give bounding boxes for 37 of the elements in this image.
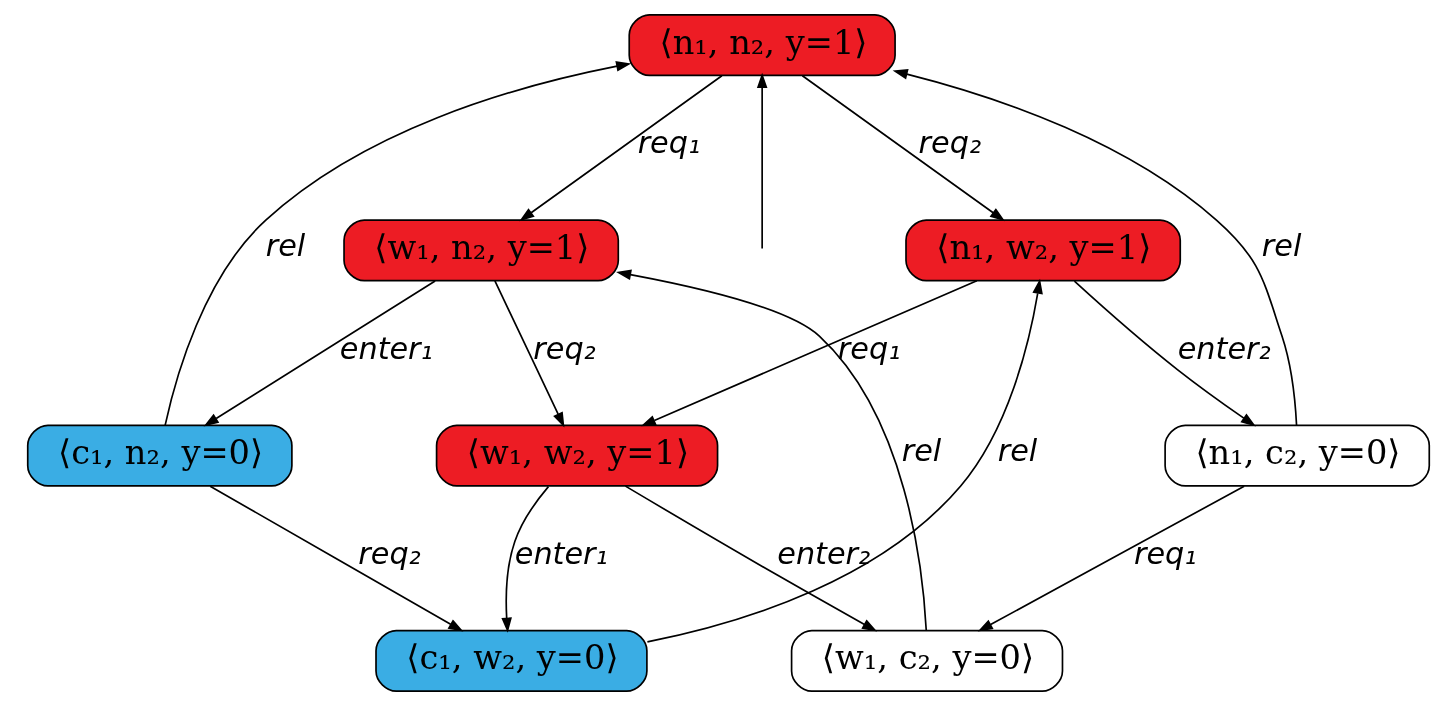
node-box: ⟨c₁, w₂, y=0⟩ (374, 629, 648, 693)
edge-label: enter₁ (339, 330, 433, 366)
arrow (208, 485, 463, 632)
node-box: ⟨w₁, w₂, y=1⟩ (435, 424, 718, 487)
node-box: ⟨n₁, n₂, y=1⟩ (627, 13, 896, 77)
arrow (1073, 280, 1256, 427)
node-box: ⟨c₁, n₂, y=0⟩ (26, 424, 293, 487)
arrow (640, 279, 978, 427)
edge-label: req₂ (532, 330, 596, 366)
arrow (624, 485, 877, 632)
edge-label: req₂ (918, 125, 981, 161)
arrow (756, 72, 767, 250)
node-box: ⟨w₁, c₂, y=0⟩ (790, 629, 1063, 693)
edge-label: rel (997, 433, 1037, 469)
node-box: ⟨n₁, w₂, y=1⟩ (904, 219, 1181, 282)
edge-label: enter₁ (514, 535, 608, 571)
arrow (892, 69, 1297, 426)
arrow (163, 61, 631, 426)
edge-label: req₁ (837, 330, 900, 366)
arrow (977, 485, 1245, 632)
arrow (500, 485, 549, 633)
arrow (493, 280, 564, 428)
edge-label: rel (265, 228, 305, 264)
arrow (646, 278, 1043, 643)
arrow (615, 269, 927, 631)
edge-label: rel (901, 433, 941, 469)
edge-label: enter₂ (1177, 330, 1271, 366)
edge-label: enter₂ (776, 535, 870, 571)
node-box: ⟨w₁, n₂, y=1⟩ (342, 219, 619, 282)
arrow (203, 280, 436, 427)
edge-label: rel (1261, 228, 1301, 264)
node-box: ⟨n₁, c₂, y=0⟩ (1163, 424, 1430, 487)
edge-label: req₁ (1133, 535, 1196, 571)
edge-label: req₂ (357, 535, 421, 571)
arrow (801, 74, 1005, 222)
edge-label: req₁ (637, 125, 700, 161)
arrow (518, 74, 723, 222)
